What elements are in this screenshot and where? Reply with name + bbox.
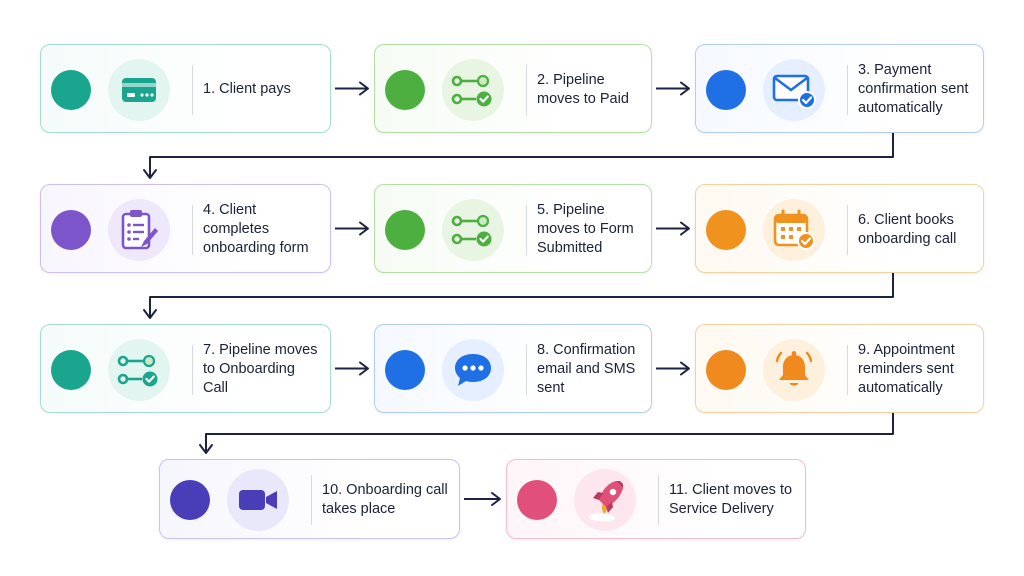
step-label: 4. Client completes onboarding form (203, 202, 309, 256)
step-card-service-delivery: 11. Client moves to Service Delivery (506, 459, 806, 539)
step-card-confirmation-email-sms: 8. Confirmation email and SMS sent (374, 324, 652, 413)
step-number-badge (517, 480, 557, 520)
step-label: 6. Client books onboarding call (858, 211, 957, 247)
arrow-head (359, 221, 369, 236)
arrow-head (491, 492, 501, 506)
step-label: 8. Confirmation email and SMS sent (537, 342, 636, 396)
step-divider (192, 344, 193, 395)
step-label: 2. Pipeline moves to Paid (537, 71, 629, 107)
step-card-appointment-reminders: 9. Appointment reminders sent automatica… (695, 324, 984, 413)
clipboard-form-icon (108, 198, 170, 261)
step-number-badge (385, 349, 425, 390)
credit-card-icon (108, 58, 170, 121)
step-card-pipeline-paid: 2. Pipeline moves to Paid (374, 44, 652, 133)
step-label: 11. Client moves to Service Delivery (669, 482, 793, 517)
step-card-pipeline-onboarding-call: 7. Pipeline moves to Onboarding Call (40, 324, 331, 413)
pipeline-icon (442, 198, 504, 261)
step-card-book-onboarding-call: 6. Client books onboarding call (695, 184, 984, 273)
step-divider (526, 344, 527, 395)
step-number-badge (706, 69, 746, 110)
arrow-head (143, 309, 157, 319)
step-card-pipeline-form-submitted: 5. Pipeline moves to Form Submitted (374, 184, 652, 273)
bell-icon (763, 338, 825, 401)
email-check-icon (763, 58, 825, 121)
step-divider (192, 204, 193, 255)
step-number-badge (51, 69, 91, 110)
step-card-onboarding-form: 4. Client completes onboarding form (40, 184, 331, 273)
step-number-badge (706, 209, 746, 250)
arrow-head (680, 221, 690, 236)
arrow-head (680, 81, 690, 96)
arrow-head (359, 81, 369, 96)
step-card-client-pays: 1. Client pays (40, 44, 331, 133)
arrow-step-3-to-4 (149, 133, 894, 178)
step-label: 7. Pipeline moves to Onboarding Call (203, 342, 318, 396)
step-number-badge (170, 480, 210, 520)
arrow-head (143, 169, 157, 179)
step-card-onboarding-call: 10. Onboarding call takes place (159, 459, 460, 539)
chat-bubble-icon (442, 338, 504, 401)
step-divider (847, 204, 848, 255)
step-divider (311, 475, 312, 525)
step-card-payment-confirmation: 3. Payment confirmation sent automatical… (695, 44, 984, 133)
arrow-head (680, 361, 690, 376)
step-divider (847, 344, 848, 395)
arrow-step-9-to-10 (205, 413, 894, 453)
step-number-badge (385, 69, 425, 110)
rocket-icon (574, 469, 636, 531)
arrow-step-6-to-7 (149, 273, 894, 318)
arrow-head (359, 361, 369, 376)
step-divider (526, 64, 527, 115)
step-divider (526, 204, 527, 255)
step-label: 3. Payment confirmation sent automatical… (858, 62, 969, 116)
step-label: 5. Pipeline moves to Form Submitted (537, 202, 634, 256)
step-number-badge (385, 209, 425, 250)
step-number-badge (51, 349, 91, 390)
step-divider (847, 64, 848, 115)
step-label: 10. Onboarding call takes place (322, 482, 448, 517)
step-number-badge (706, 349, 746, 390)
step-label: 1. Client pays (203, 81, 291, 98)
calendar-check-icon (763, 198, 825, 261)
step-divider (658, 475, 659, 525)
step-number-badge (51, 209, 91, 250)
pipeline-icon (108, 338, 170, 401)
step-label: 9. Appointment reminders sent automatica… (858, 342, 955, 396)
pipeline-icon (442, 58, 504, 121)
arrow-head (199, 444, 213, 454)
video-camera-icon (227, 469, 289, 531)
step-divider (192, 64, 193, 115)
